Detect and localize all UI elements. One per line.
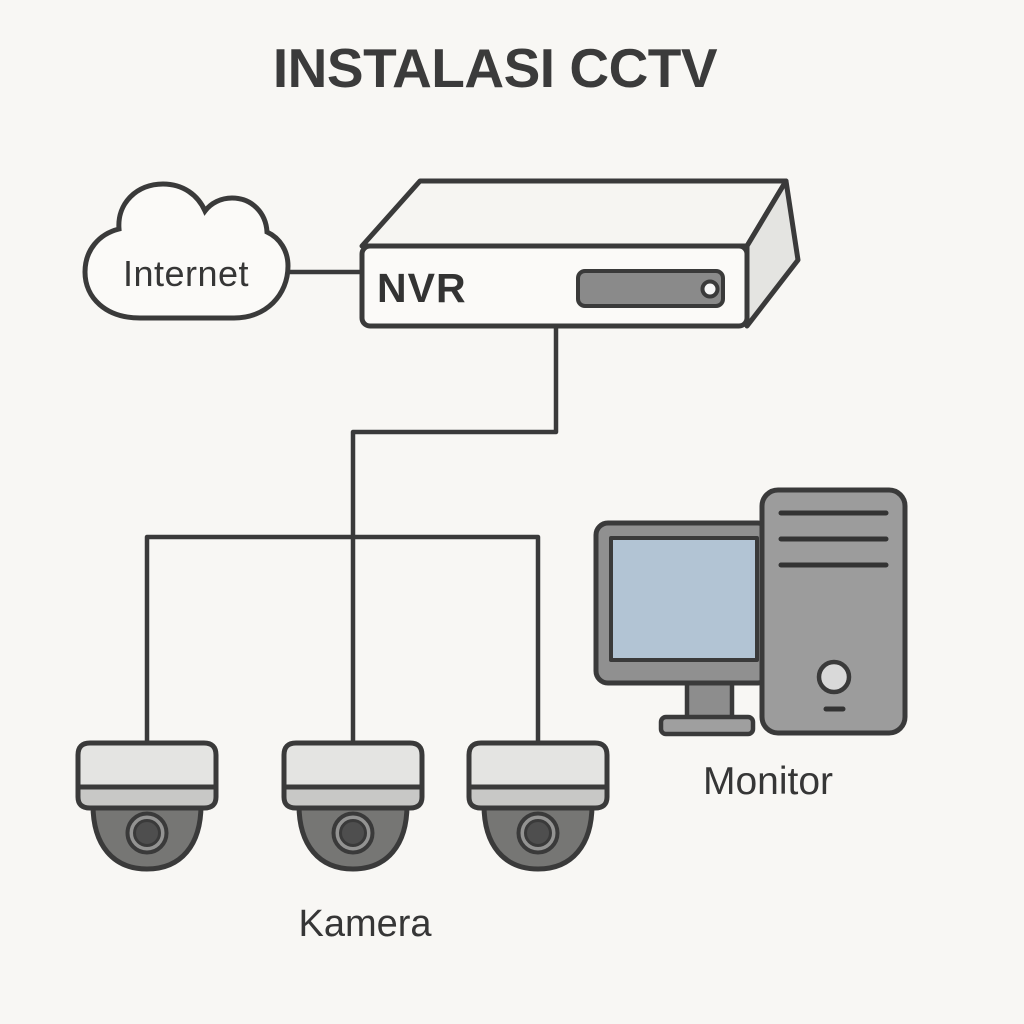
monitor-workstation	[593, 487, 908, 737]
dome-camera-1	[78, 743, 216, 869]
monitor-stand-base	[658, 714, 756, 737]
nvr-node-label: NVR	[377, 265, 467, 311]
wire-branch-to-cameras-1-3	[144, 534, 541, 743]
pc-tower	[759, 487, 908, 736]
dome-camera-3	[469, 743, 607, 869]
monitor-stand-neck	[684, 680, 735, 721]
monitor-node-label: Monitor	[702, 760, 834, 803]
internet-node-label: Internet	[122, 253, 250, 294]
internet-cloud	[82, 181, 291, 321]
connection-lines	[144, 269, 559, 743]
nvr-slot	[576, 269, 725, 308]
nvr-slot-button-icon	[700, 279, 720, 299]
dome-camera-2	[284, 743, 422, 869]
pc-tower-vents	[778, 510, 889, 568]
wire-nvr-to-camera-2	[350, 326, 559, 743]
monitor-screen	[609, 536, 759, 662]
cloud-icon	[82, 181, 291, 321]
page-title: INSTALASI CCTV	[272, 37, 718, 99]
nvr-top-face	[359, 178, 789, 249]
camera-group-label: Kamera	[298, 903, 432, 945]
nvr-device	[359, 178, 801, 329]
pc-power-button-icon	[816, 659, 852, 695]
